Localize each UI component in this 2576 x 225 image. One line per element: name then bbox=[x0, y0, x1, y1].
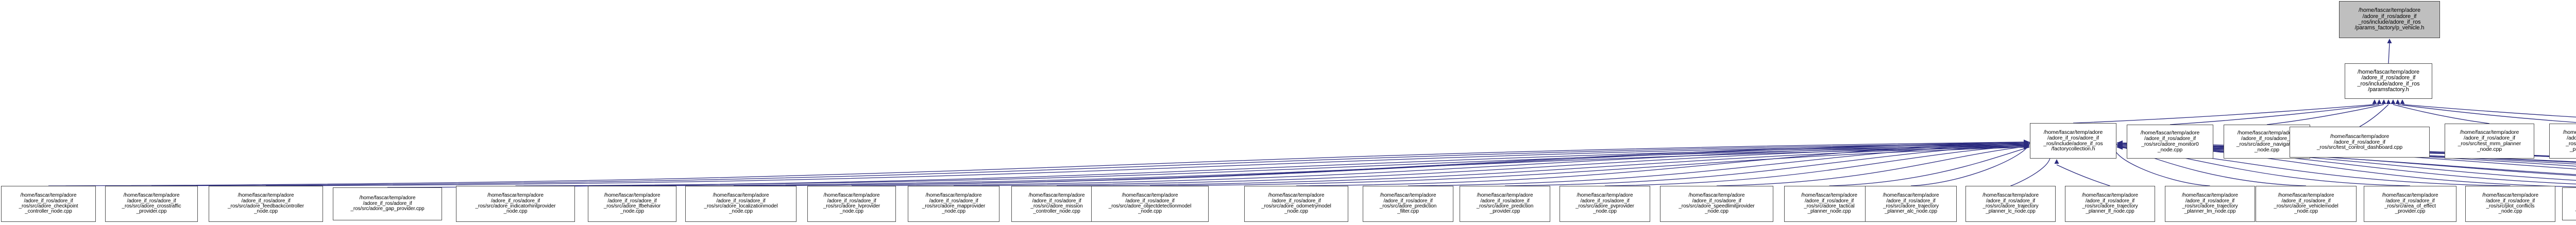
graph-node-l3-1[interactable]: /home/fascar/temp/adore /adore_if_ros/ad… bbox=[2127, 125, 2213, 159]
graph-node-l4-17[interactable]: /home/fascar/temp/adore /adore_if_ros/ad… bbox=[1784, 186, 1874, 222]
graph-node-l4-3[interactable]: /home/fascar/temp/adore /adore_if_ros/ad… bbox=[333, 187, 442, 220]
graph-node-l4-23[interactable]: /home/fascar/temp/adore /adore_if_ros/ad… bbox=[2364, 186, 2456, 222]
graph-node-l4-20[interactable]: /home/fascar/temp/adore /adore_if_ros/ad… bbox=[2065, 186, 2155, 222]
graph-node-l3-0[interactable]: /home/fascar/temp/adore /adore_if_ros/ad… bbox=[2030, 123, 2116, 159]
graph-node-l3-5[interactable]: /home/fascar/temp/adore /adore_if_ros/ad… bbox=[2549, 124, 2576, 159]
graph-node-l4-5[interactable]: /home/fascar/temp/adore /adore_if_ros/ad… bbox=[588, 186, 676, 222]
graph-node-l3-3[interactable]: /home/fascar/temp/adore /adore_if_ros/ad… bbox=[2290, 127, 2430, 158]
graph-node-l4-9[interactable]: /home/fascar/temp/adore /adore_if_ros/ad… bbox=[908, 186, 999, 222]
graph-node-l4-22[interactable]: /home/fascar/temp/adore /adore_if_ros/ad… bbox=[2256, 186, 2357, 222]
graph-node-l4-12[interactable]: /home/fascar/temp/adore /adore_if_ros/ad… bbox=[1244, 186, 1348, 222]
graph-node-l4-15[interactable]: /home/fascar/temp/adore /adore_if_ros/ad… bbox=[1560, 186, 1650, 222]
graph-node-root[interactable]: /home/fascar/temp/adore /adore_if_ros/ad… bbox=[2339, 1, 2440, 38]
graph-node-l4-13[interactable]: /home/fascar/temp/adore /adore_if_ros/ad… bbox=[1363, 186, 1453, 222]
graph-node-l4-7[interactable]: /home/fascar/temp/adore /adore_if_ros/ad… bbox=[685, 186, 796, 222]
graph-node-l4-19[interactable]: /home/fascar/temp/adore /adore_if_ros/ad… bbox=[1965, 186, 2056, 222]
graph-node-l4-8[interactable]: /home/fascar/temp/adore /adore_if_ros/ad… bbox=[807, 186, 896, 222]
graph-node-l4-1[interactable]: /home/fascar/temp/adore /adore_if_ros/ad… bbox=[105, 186, 198, 222]
graph-node-l4-0[interactable]: /home/fascar/temp/adore /adore_if_ros/ad… bbox=[1, 186, 96, 222]
graph-node-l4-2[interactable]: /home/fascar/temp/adore /adore_if_ros/ad… bbox=[209, 186, 323, 222]
graph-node-l4-21[interactable]: /home/fascar/temp/adore /adore_if_ros/ad… bbox=[2165, 186, 2255, 222]
graph-node-l4-24[interactable]: /home/fascar/temp/adore /adore_if_ros/ad… bbox=[2465, 186, 2555, 222]
graph-node-l4-18[interactable]: /home/fascar/temp/adore /adore_if_ros/ad… bbox=[1865, 186, 1957, 222]
graph-node-l4-25[interactable]: /home/fascar/temp/adore /adore_if_ros/ad… bbox=[2562, 187, 2576, 220]
graph-node-l4-14[interactable]: /home/fascar/temp/adore /adore_if_ros/ad… bbox=[1460, 186, 1550, 222]
graph-node-l4-10[interactable]: /home/fascar/temp/adore /adore_if_ros/ad… bbox=[1011, 186, 1102, 222]
graph-node-l4-16[interactable]: /home/fascar/temp/adore /adore_if_ros/ad… bbox=[1660, 186, 1773, 222]
graph-node-l3-4[interactable]: /home/fascar/temp/adore /adore_if_ros/ad… bbox=[2445, 124, 2534, 159]
graph-node-l4-11[interactable]: /home/fascar/temp/adore /adore_if_ros/ad… bbox=[1091, 186, 1209, 222]
graph-node-paramsfactory[interactable]: /home/fascar/temp/adore /adore_if_ros/ad… bbox=[2345, 63, 2432, 99]
graph-node-l4-4[interactable]: /home/fascar/temp/adore /adore_if_ros/ad… bbox=[456, 186, 575, 222]
